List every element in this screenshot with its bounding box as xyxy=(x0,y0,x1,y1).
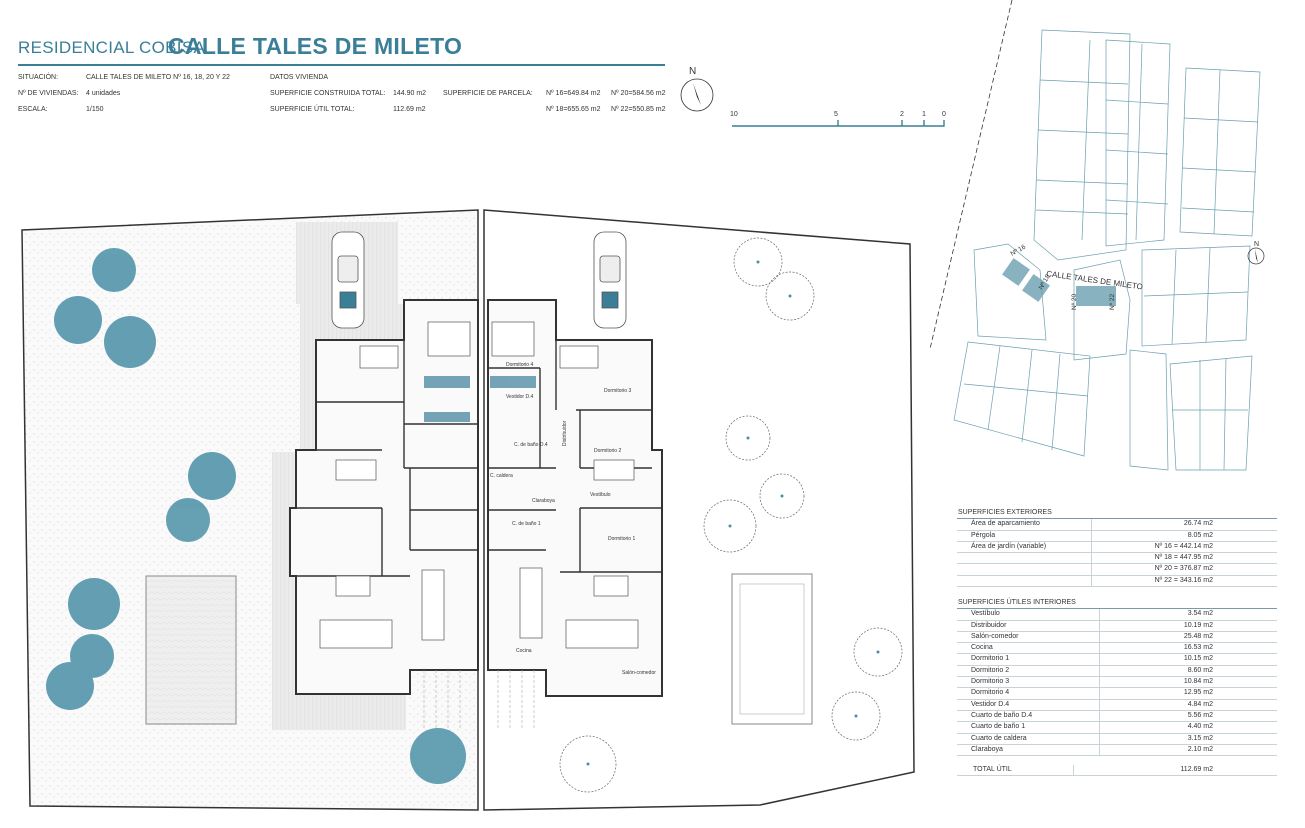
svg-text:N: N xyxy=(1254,241,1259,248)
highlighted-lots xyxy=(1002,258,1116,306)
tree-cluster xyxy=(46,248,466,784)
situacion-label: SITUACIÓN: xyxy=(18,74,59,81)
room-label: Dormitorio 4 xyxy=(506,362,533,368)
room-label: Cocina xyxy=(516,648,532,654)
lot-label: Nº 22 xyxy=(1109,294,1116,310)
parcela-18: Nº 18=655.65 m2 xyxy=(546,106,601,113)
site-compass-icon: N xyxy=(1247,241,1265,265)
site-plan: CALLE TALES DE MILETO Nº 16 Nº 18 Nº 20 … xyxy=(930,0,1265,471)
lot-label: Nº 16 xyxy=(1010,243,1028,257)
viviendas-label: Nº DE VIVIENDAS: xyxy=(18,90,79,97)
title-rule xyxy=(18,64,665,66)
sup-construida-label: SUPERFICIE CONSTRUIDA TOTAL: xyxy=(270,90,386,97)
table-row: Nº 18 = 447.95 m2 xyxy=(957,552,1277,565)
room-label: Salón-comedor xyxy=(622,670,656,676)
scale-tick-label: 0 xyxy=(942,111,946,118)
page-title: CALLE TALES DE MILETO xyxy=(168,33,463,59)
parcela-20: Nº 20=584.56 m2 xyxy=(611,90,666,97)
scale-tick-label: 5 xyxy=(834,111,838,118)
title-prefix: RESIDENCIAL COBISA xyxy=(18,38,206,57)
room-label: Vestidor D.4 xyxy=(506,394,533,400)
table-row: Área de jardín (variable)Nº 16 = 442.14 … xyxy=(957,541,1277,554)
parcela-16: Nº 16=649.84 m2 xyxy=(546,90,601,97)
room-label: Distribuidor xyxy=(562,420,568,446)
room-label: C. de baño 1 xyxy=(512,521,541,527)
north-compass-icon: N xyxy=(680,66,714,112)
tree-outline xyxy=(559,237,903,793)
parcela-22: Nº 22=550.85 m2 xyxy=(611,106,666,113)
car-icon xyxy=(331,231,365,329)
room-label: Dormitorio 2 xyxy=(594,448,621,454)
scale-tick-label: 10 xyxy=(730,111,738,118)
room-label: Dormitorio 3 xyxy=(604,388,631,394)
room-label: Vestíbulo xyxy=(590,492,611,498)
floor-plan: Dormitorio 4 Dormitorio 3 Vestidor D.4 D… xyxy=(21,209,915,811)
sup-util-value: 112.69 m2 xyxy=(393,106,426,113)
table-row: Nº 22 = 343.16 m2 xyxy=(957,575,1277,588)
sup-construida-value: 144.90 m2 xyxy=(393,90,427,97)
scale-bar: 10 5 2 1 0 xyxy=(730,111,946,127)
scale-tick-label: 2 xyxy=(900,111,904,118)
pool-left xyxy=(145,575,237,725)
total-value: 112.69 m2 xyxy=(1072,765,1277,777)
viviendas-value: 4 unidades xyxy=(86,90,121,97)
datos-vivienda-label: DATOS VIVIENDA xyxy=(270,74,329,81)
car-icon xyxy=(593,231,627,329)
surfaces-exterior-table: SUPERFICIES EXTERIORES Área de aparcamie… xyxy=(957,508,1277,588)
table-header: SUPERFICIES ÚTILES INTERIORES xyxy=(957,598,1277,610)
escala-value: 1/150 xyxy=(86,106,104,113)
sup-util-label: SUPERFICIE ÚTIL TOTAL: xyxy=(270,106,355,113)
room-label: C. de baño D.4 xyxy=(514,442,548,448)
room-label: C. caldera xyxy=(490,473,513,479)
scale-tick-label: 1 xyxy=(922,111,926,118)
room-label: Claraboya xyxy=(532,498,555,504)
table-header: SUPERFICIES EXTERIORES xyxy=(957,508,1277,520)
pool-right xyxy=(731,573,813,725)
table-row: Nº 20 = 376.87 m2 xyxy=(957,563,1277,576)
compass-label: N xyxy=(689,66,696,77)
lot-label: Nº 20 xyxy=(1071,294,1078,310)
escala-label: ESCALA: xyxy=(18,106,48,113)
sup-parcela-label: SUPERFICIE DE PARCELA: xyxy=(443,90,533,97)
situacion-value: CALLE TALES DE MILETO Nº 16, 18, 20 Y 22 xyxy=(86,74,230,81)
room-label: Dormitorio 1 xyxy=(608,536,635,542)
total-label: TOTAL ÚTIL xyxy=(957,765,1074,777)
